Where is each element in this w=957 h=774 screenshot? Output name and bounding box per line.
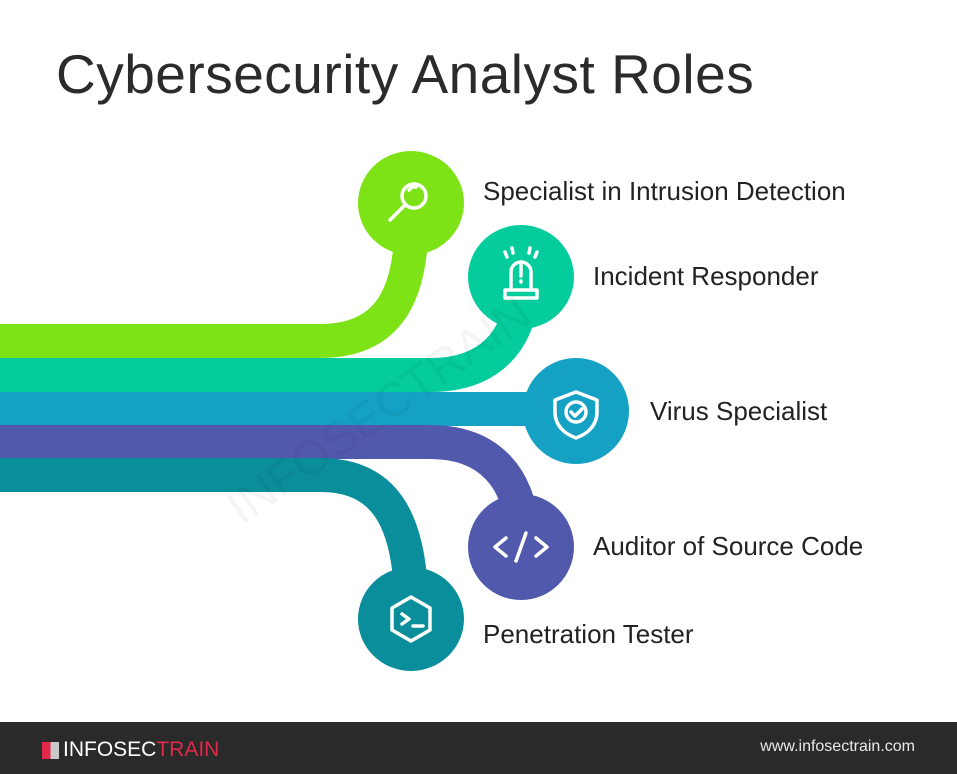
role-label-auditor: Auditor of Source Code xyxy=(593,531,864,561)
code-icon xyxy=(493,531,549,563)
circle-pentest xyxy=(358,567,464,671)
role-label-intrusion: Specialist in Intrusion Detection xyxy=(483,176,846,206)
role-label-pentest: Penetration Tester xyxy=(483,619,694,649)
circle-virus xyxy=(523,358,629,464)
role-label-virus: Virus Specialist xyxy=(650,396,828,426)
circle-intrusion xyxy=(358,151,464,255)
logo-mark-icon xyxy=(42,741,59,759)
terminal-icon xyxy=(390,595,432,643)
role-label-incident: Incident Responder xyxy=(593,261,819,291)
website-url[interactable]: www.infosectrain.com xyxy=(760,738,915,755)
page-title: Cybersecurity Analyst Roles xyxy=(56,43,755,105)
magnifier-icon xyxy=(388,182,428,222)
band-intrusion xyxy=(0,238,428,358)
band-pentest xyxy=(0,458,428,592)
shield-check-icon xyxy=(553,390,599,440)
logo-text-a: INFOSEC xyxy=(63,738,157,761)
alarm-siren-icon xyxy=(503,246,539,300)
logo-text-b: TRAIN xyxy=(156,738,220,761)
